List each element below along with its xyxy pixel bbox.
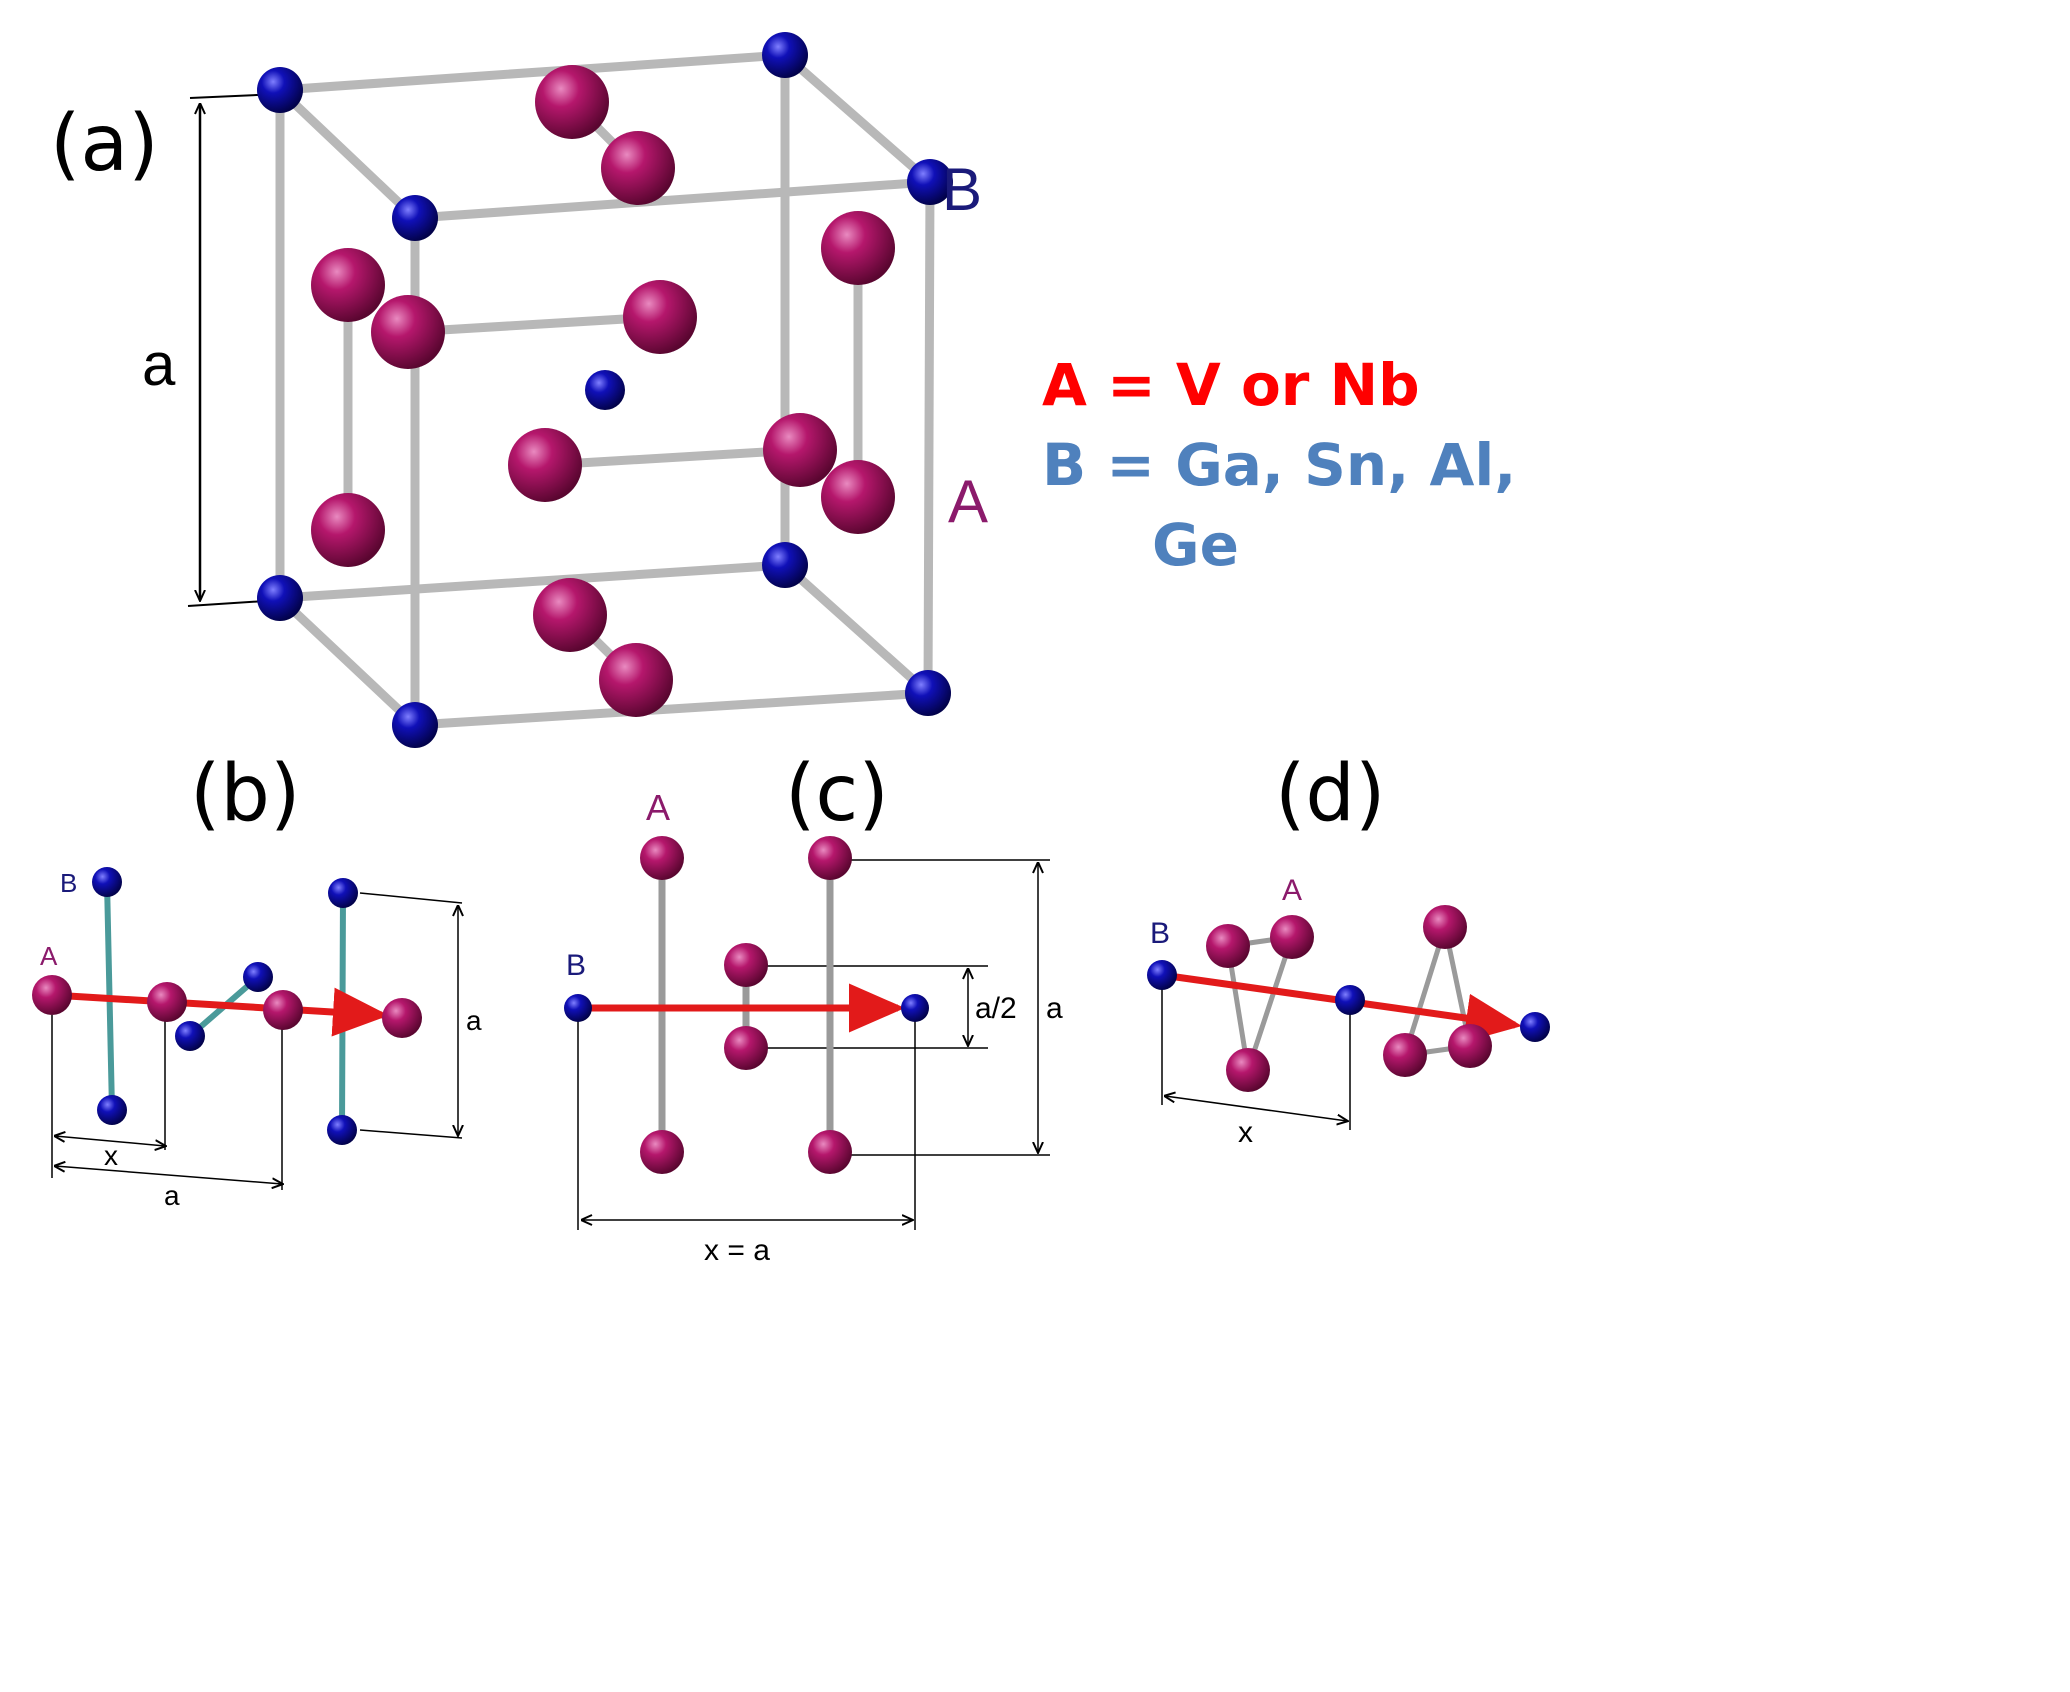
panel-c: (c) x = a a/2 a A B xyxy=(564,749,1063,1267)
a-atom xyxy=(263,990,303,1030)
b-atom xyxy=(907,159,953,205)
b-atom xyxy=(1520,1012,1550,1042)
b-atom xyxy=(97,1095,127,1125)
panel-d-x-label: x xyxy=(1238,1116,1253,1149)
a-atom xyxy=(382,998,422,1038)
panel-c-lattice-label: a xyxy=(1046,992,1063,1025)
a-atom xyxy=(535,65,609,139)
panel-b-a-label-atom: A xyxy=(40,941,58,971)
b-atom xyxy=(762,32,808,78)
a-atom xyxy=(508,428,582,502)
panel-d-b-label: B xyxy=(1150,917,1170,950)
b-atom xyxy=(585,370,625,410)
panel-a: (a) a xyxy=(50,32,988,748)
panel-d-a-label: A xyxy=(1282,874,1302,907)
panel-c-a-half-label: a/2 xyxy=(975,992,1017,1025)
panel-d-dimensions xyxy=(1161,985,1351,1130)
b-atom xyxy=(762,542,808,588)
panel-c-x-eq-a-label: x = a xyxy=(704,1234,770,1267)
panel-a-a-atoms xyxy=(311,65,895,717)
panel-b-x-label: x xyxy=(104,1140,118,1171)
a-atom xyxy=(371,295,445,369)
panel-c-dimensions xyxy=(577,859,1050,1230)
legend-b-composition: B = Ga, Sn, Al, xyxy=(1042,431,1516,499)
a-atom xyxy=(821,211,895,285)
panel-b-dimensions xyxy=(51,892,462,1190)
panel-d: (d) x A B xyxy=(1147,749,1550,1149)
a-atom xyxy=(763,413,837,487)
a-atom xyxy=(808,1130,852,1174)
a-atom xyxy=(311,493,385,567)
lattice-dimension-a: a xyxy=(142,93,281,607)
a-atom xyxy=(724,1026,768,1070)
b-atom xyxy=(905,670,951,716)
b-atom xyxy=(564,994,592,1022)
lattice-parameter-label: a xyxy=(142,331,176,398)
b-atom xyxy=(92,867,122,897)
b-atom xyxy=(328,878,358,908)
a-atom xyxy=(724,943,768,987)
a-atom xyxy=(1206,924,1250,968)
a-atom xyxy=(1270,915,1314,959)
b-atom xyxy=(175,1021,205,1051)
panel-b-chain-arrow xyxy=(51,987,389,1037)
a-atom xyxy=(623,280,697,354)
b-atom xyxy=(243,962,273,992)
legend-a-composition: A = V or Nb xyxy=(1042,351,1420,419)
b-atom xyxy=(327,1115,357,1145)
panel-c-a-label: A xyxy=(646,787,670,828)
b-atom xyxy=(901,994,929,1022)
b-atom xyxy=(392,702,438,748)
legend-b-composition-continued: Ge xyxy=(1152,511,1239,579)
a-atom xyxy=(808,836,852,880)
a-atom xyxy=(640,1130,684,1174)
a-atom xyxy=(1423,905,1467,949)
panel-a-label: (a) xyxy=(50,99,159,189)
panel-d-label: (d) xyxy=(1275,749,1385,839)
panel-b-a-label: a xyxy=(164,1180,180,1211)
panel-b-b-label: B xyxy=(60,868,77,898)
b-atom xyxy=(257,67,303,113)
a-atom xyxy=(599,643,673,717)
panel-b-label: (b) xyxy=(190,749,300,839)
b-atom xyxy=(1147,960,1177,990)
a-atom xyxy=(533,578,607,652)
a-atom xyxy=(640,836,684,880)
panel-a-b-atoms xyxy=(257,32,953,748)
a-atom xyxy=(32,975,72,1015)
panel-c-b-label: B xyxy=(566,949,586,982)
a-atom xyxy=(601,131,675,205)
panel-b: (b) x a a xyxy=(32,749,482,1211)
a-atom xyxy=(1226,1048,1270,1092)
b-atom xyxy=(1335,985,1365,1015)
a-atom xyxy=(147,982,187,1022)
panel-c-label: (c) xyxy=(785,749,889,839)
b-site-label: B xyxy=(942,156,982,223)
panel-b-lattice-label: a xyxy=(466,1005,482,1036)
legend: A = V or Nb B = Ga, Sn, Al, Ge xyxy=(1042,351,1516,579)
a-site-label: A xyxy=(948,468,988,535)
a-atom xyxy=(1383,1033,1427,1077)
a-atom xyxy=(311,248,385,322)
a-atom xyxy=(821,460,895,534)
b-atom xyxy=(392,195,438,241)
a-atom xyxy=(1448,1024,1492,1068)
b-atom xyxy=(257,575,303,621)
